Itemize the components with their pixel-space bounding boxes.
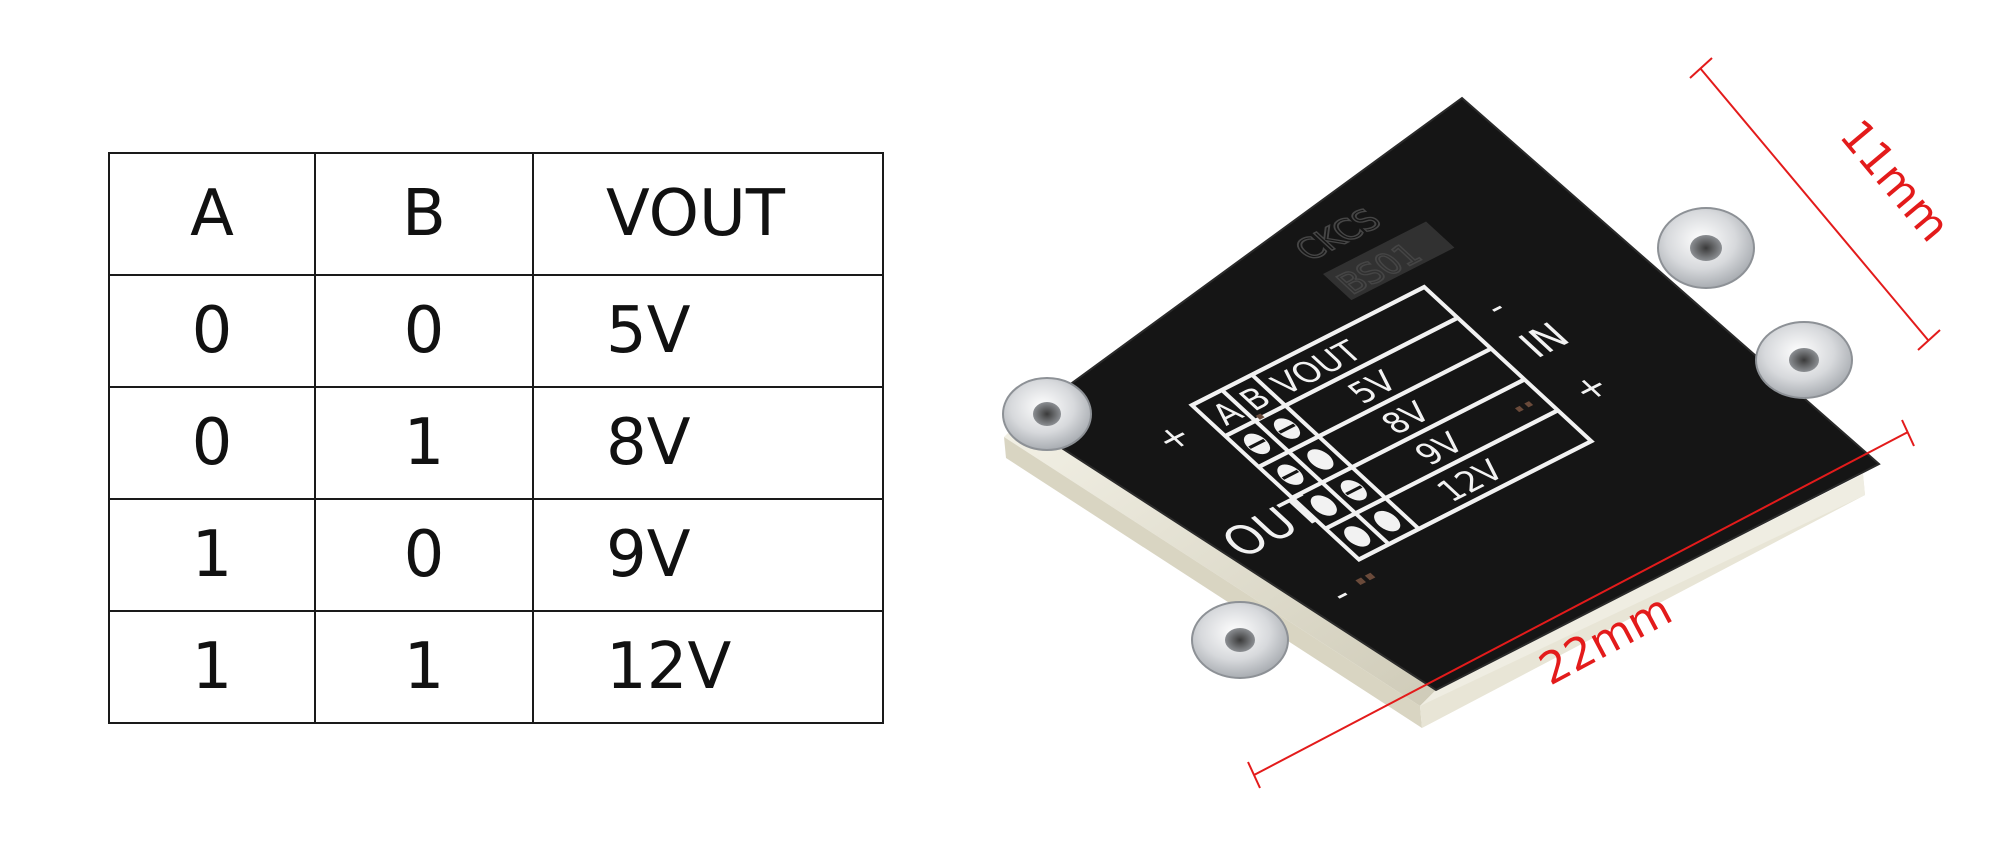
table-row: 1 1 12V: [108, 610, 884, 724]
pcb-edge: [1004, 421, 1865, 728]
cell-vout: 12V: [532, 610, 884, 724]
cell-a: 0: [108, 386, 316, 500]
cell-a: 0: [108, 274, 316, 388]
solder-pads: [1002, 207, 1853, 679]
cell-b: 0: [314, 274, 534, 388]
cell-vout: 5V: [532, 274, 884, 388]
dimension-length: [1247, 419, 1915, 789]
smd-components: [1255, 401, 1534, 585]
cell-b: 0: [314, 498, 534, 612]
pcb-board: [1018, 96, 1881, 692]
pad-out-minus: [1191, 601, 1289, 679]
pad-in-plus: [1755, 321, 1853, 399]
voltage-selection-table: A B VOUT 0 0 5V 0 1 8V 1 0 9V 1 1: [108, 152, 884, 724]
silkscreen-table: [1188, 284, 1595, 562]
dimension-width-label: 11mm: [1830, 110, 1960, 251]
cell-a: 1: [108, 498, 316, 612]
model-box: [1322, 221, 1455, 301]
header-vout: VOUT: [532, 152, 884, 276]
cell-vout: 9V: [532, 498, 884, 612]
cell-b: 1: [314, 610, 534, 724]
cell-b: 1: [314, 386, 534, 500]
pad-in-minus: [1657, 207, 1755, 289]
pcb-module-photo: CKCS BS01 A B VOUT 5V 8V 9V 12V: [1002, 57, 1960, 789]
table-row: 0 0 5V: [108, 274, 884, 388]
header-b: B: [314, 152, 534, 276]
header-a: A: [108, 152, 316, 276]
cell-a: 1: [108, 610, 316, 724]
pad-out-plus: [1002, 377, 1092, 451]
dimension-width: [1689, 57, 1941, 351]
table-row: 1 0 9V: [108, 498, 884, 612]
table-header-row: A B VOUT: [108, 152, 884, 276]
table-row: 0 1 8V: [108, 386, 884, 500]
cell-vout: 8V: [532, 386, 884, 500]
